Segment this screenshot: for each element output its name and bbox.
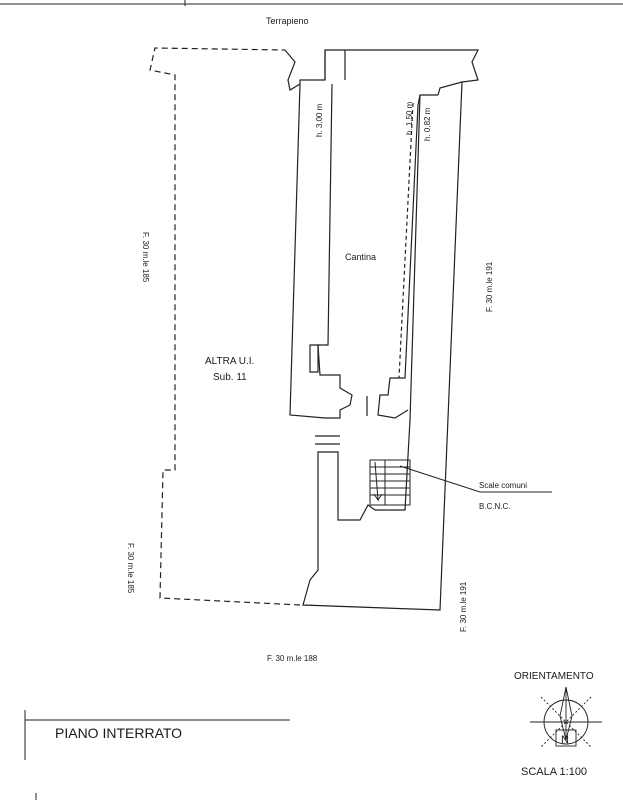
right-wall	[302, 81, 463, 611]
label-orientamento: ORIENTAMENTO	[514, 671, 594, 682]
label-altra-ui: ALTRA U.I.	[205, 356, 254, 367]
label-bcnc: B.C.N.C.	[479, 502, 511, 511]
dashed-boundary	[149, 47, 301, 606]
top-wall	[284, 49, 479, 96]
cantina-inner-dash	[398, 102, 414, 379]
floor-plan-outline	[149, 47, 479, 611]
label-h-150: h. 1,50 m	[405, 101, 414, 135]
cantina-right-wall	[377, 94, 421, 419]
compass-rose-icon: N	[530, 686, 602, 748]
label-foglio-191-bottom: F. 30 m.le 191	[459, 581, 468, 632]
label-foglio-185-top: F. 30 m.le 185	[141, 232, 150, 283]
stair-column	[324, 50, 346, 80]
label-cantina: Cantina	[345, 252, 376, 262]
label-foglio-191-top: F. 30 m.le 191	[485, 261, 494, 312]
label-scala: SCALA 1:100	[521, 766, 587, 778]
label-scale-comuni: Scale comuni	[479, 481, 527, 490]
label-h-300: h. 3,00 m	[315, 103, 324, 137]
corner-box	[309, 344, 319, 373]
label-foglio-188: F. 30 m.le 188	[267, 654, 318, 663]
label-foglio-185-bottom: F. 30 m.le 185	[126, 543, 135, 594]
label-h-082: h. 0,82 m	[423, 107, 432, 141]
label-terrapieno: Terrapieno	[266, 16, 309, 26]
label-sub: Sub. 11	[213, 372, 247, 383]
door-marks	[315, 435, 340, 445]
stairs	[369, 459, 552, 506]
page-title: PIANO INTERRATO	[55, 725, 182, 741]
north-glyph: N	[561, 734, 569, 746]
stairs-leader	[399, 465, 552, 493]
